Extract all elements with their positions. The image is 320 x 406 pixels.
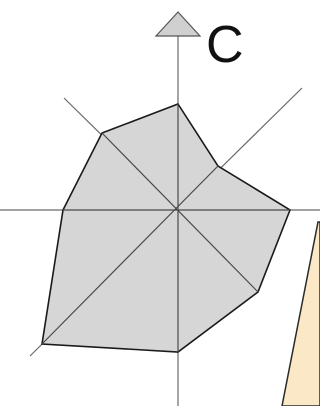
radar-polygon [41, 103, 291, 353]
axis-label-c: C [206, 16, 244, 74]
spoke-ne-sw [41, 165, 219, 345]
note-card [281, 221, 320, 406]
axis-arrowhead-icon [154, 11, 202, 37]
spoke-nw-se [101, 132, 259, 293]
